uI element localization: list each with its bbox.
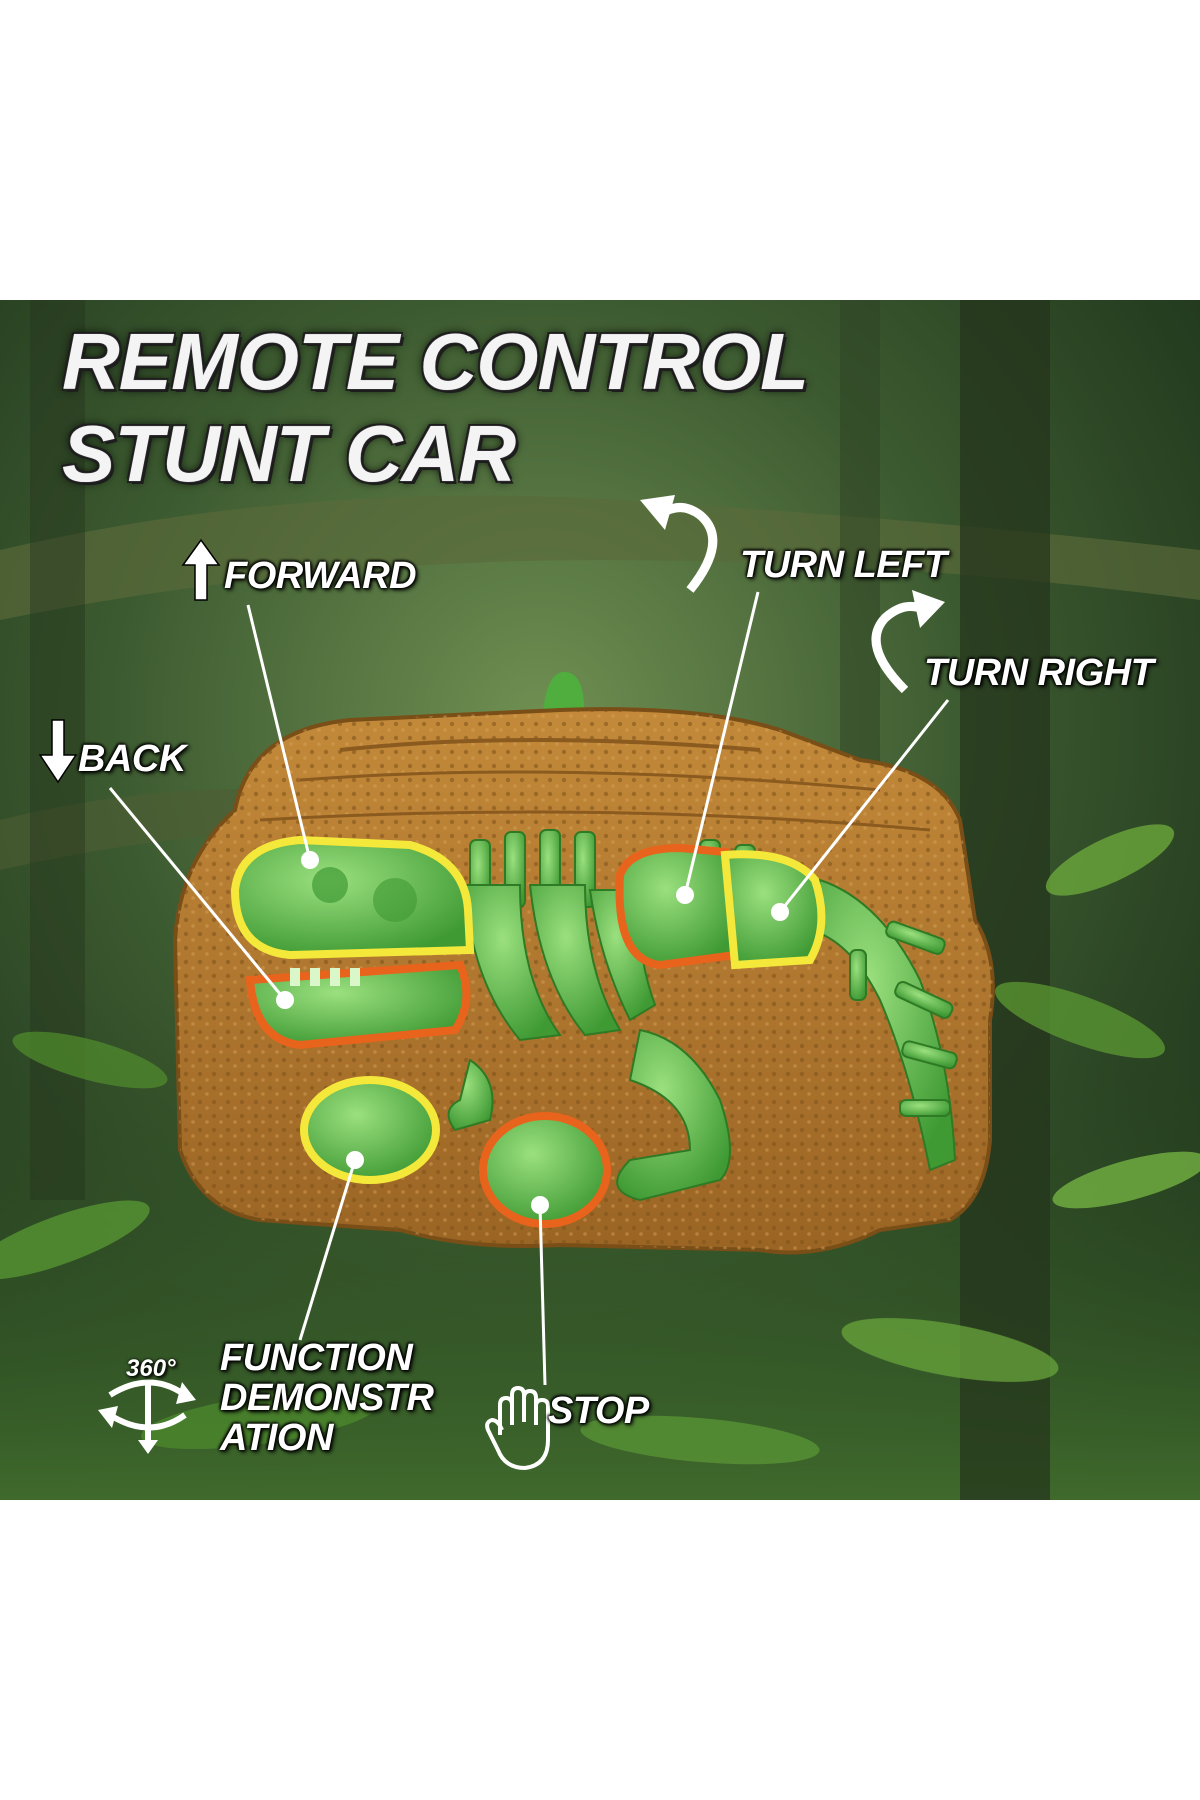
headline-line-2: STUNT CAR	[62, 409, 516, 498]
label-turn-right: TURN RIGHT	[924, 652, 1154, 694]
label-function-line-3: ATION	[220, 1417, 333, 1459]
label-function-line-2: DEMONSTR	[220, 1377, 434, 1419]
label-forward: FORWARD	[224, 555, 417, 597]
product-photo	[0, 300, 1200, 1500]
up-arrow-icon	[181, 538, 221, 601]
headline-line-1: REMOTE CONTROL	[62, 317, 809, 406]
turn-right-arrow-icon	[871, 601, 928, 694]
label-stop: STOP	[548, 1390, 649, 1432]
label-function-line-1: FUNCTION	[220, 1337, 413, 1379]
rotate-360-icon	[108, 1379, 187, 1440]
label-function-demonstration: FUNCTION DEMONSTR ATION	[220, 1338, 460, 1458]
down-arrow-icon	[38, 719, 78, 784]
label-back: BACK	[78, 738, 186, 780]
label-turn-left: TURN LEFT	[740, 544, 947, 586]
turn-right-arrow-head	[912, 590, 945, 628]
turn-left-arrow-icon	[657, 503, 718, 593]
rotate-360-arrowheads	[98, 1382, 196, 1454]
hand-stop-icon	[485, 1385, 550, 1471]
remote-control-illustration	[0, 300, 1200, 1500]
turn-left-arrow-head	[640, 495, 675, 530]
rotate-360-badge: 360°	[126, 1355, 176, 1382]
